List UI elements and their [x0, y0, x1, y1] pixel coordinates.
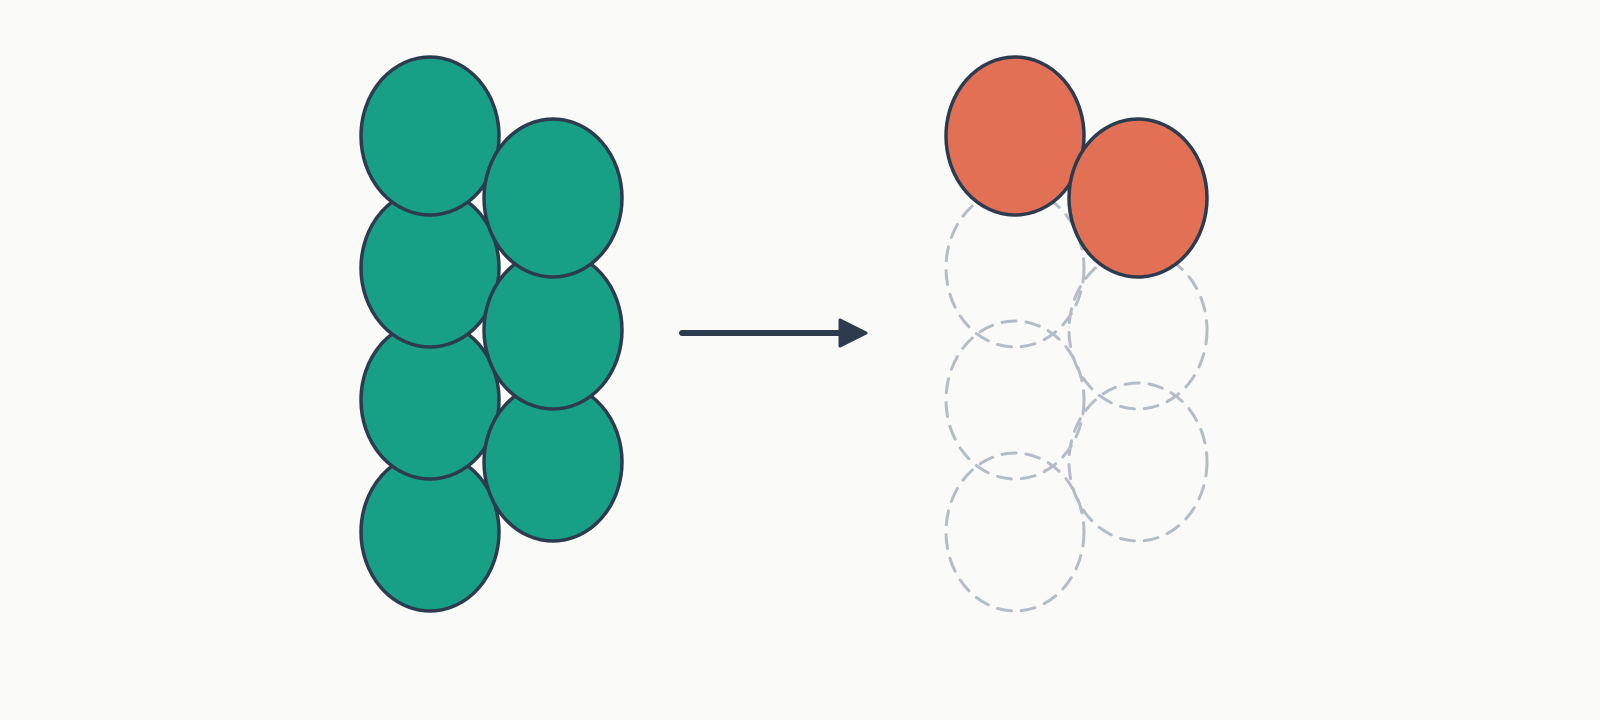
kept-circle-col2-row1 [1067, 117, 1209, 279]
transition-arrow [679, 318, 868, 348]
removed-circle-col1-row3 [944, 319, 1086, 481]
arrow-head [838, 318, 868, 348]
kept-circle-col1-row1 [944, 55, 1086, 217]
removed-circle-col1-row4 [944, 451, 1086, 613]
after-kept-circles [944, 55, 1209, 279]
full-circle-col1-row1 [359, 55, 501, 217]
full-circle-col2-row1 [482, 117, 624, 279]
before-stack [359, 55, 624, 613]
removed-circle-col2-row3 [1067, 381, 1209, 543]
